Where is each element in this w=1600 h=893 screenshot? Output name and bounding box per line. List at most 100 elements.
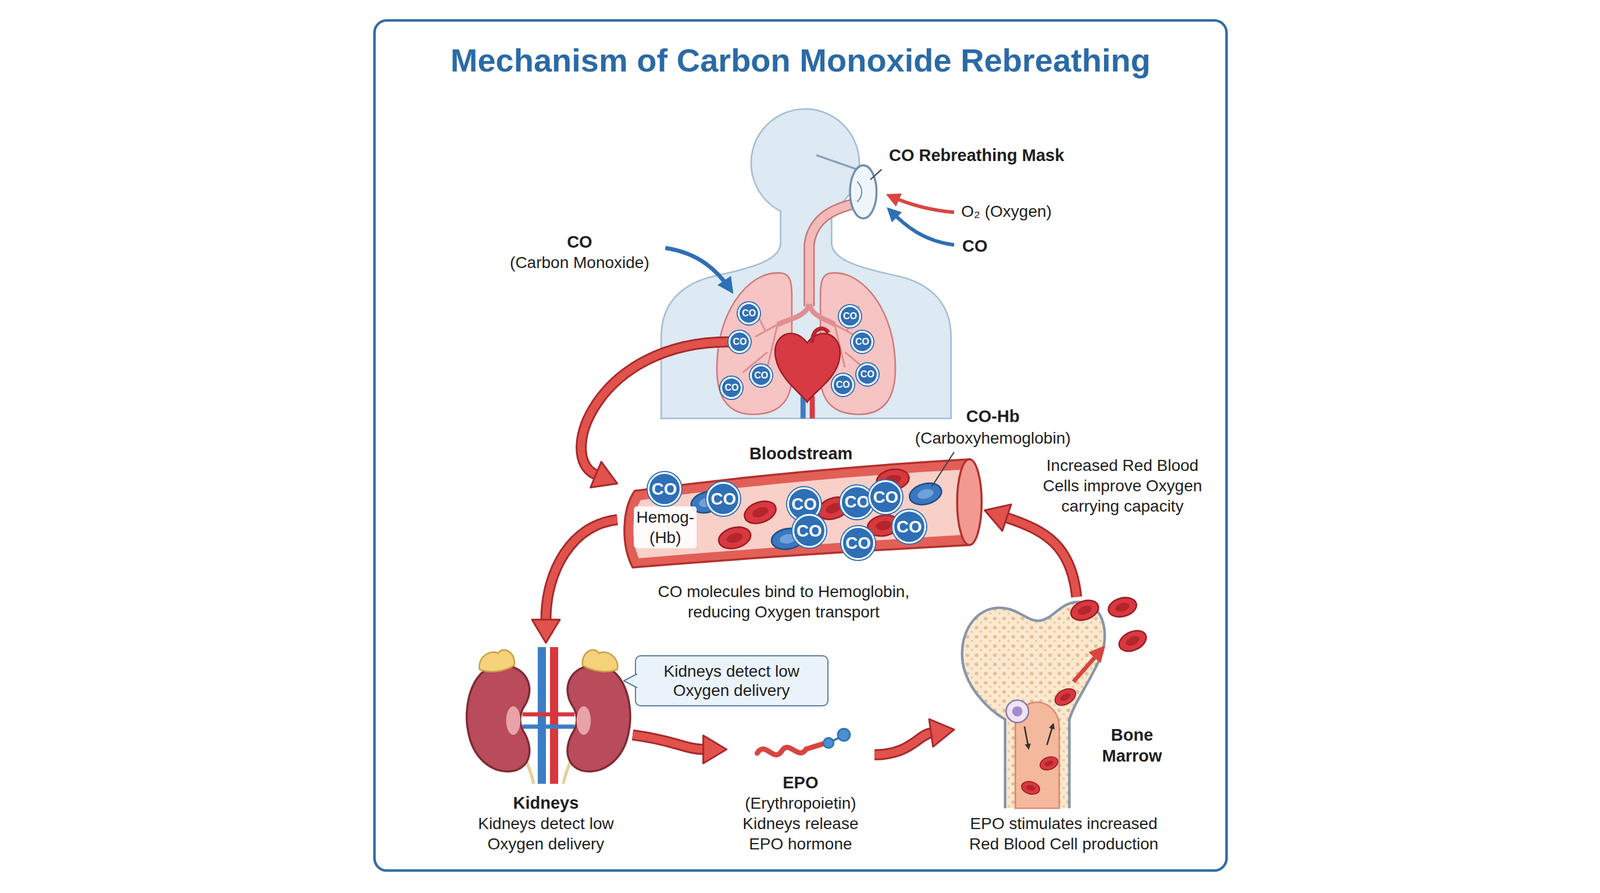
figure-node: KidneysKidneys detect low Oxygen deliver… — [459, 643, 633, 858]
bone-outline — [962, 601, 1105, 809]
co-molecule-circle: CO — [851, 330, 874, 353]
flow-arrow-outline — [581, 341, 730, 475]
red-blood-cell — [1115, 626, 1150, 656]
co-molecule-circle: CO — [868, 480, 903, 514]
epo-molecule — [823, 737, 834, 749]
callout-box: Kidneys detect low Oxygen delivery — [634, 655, 829, 707]
flow-arrow — [632, 734, 727, 764]
arrow-head — [929, 719, 955, 748]
red-blood-cell — [1115, 626, 1150, 656]
leader-line — [870, 169, 882, 180]
oxygen-arrow — [889, 195, 955, 213]
red-blood-cell — [1051, 685, 1079, 710]
red-blood-cell — [1038, 754, 1060, 773]
renal-pelvis — [576, 706, 592, 735]
node-title: CO — [844, 491, 871, 513]
red-blood-cell — [741, 497, 780, 528]
node-title: EPO — [782, 772, 819, 794]
label-heading: CO-Hb — [966, 405, 1020, 427]
red-blood-cell — [1106, 594, 1139, 620]
co-molecule-circle: CO — [856, 363, 879, 386]
red-blood-cell — [875, 519, 893, 532]
arrow-head — [984, 504, 1012, 532]
co-molecule-circle: CO — [831, 373, 855, 396]
red-blood-cell — [1124, 634, 1141, 648]
renal-vessels — [522, 712, 575, 717]
flow-arrow-body — [874, 733, 931, 756]
ureter — [522, 753, 575, 785]
red-blood-cell — [1038, 754, 1060, 773]
flow-arrow-body — [1006, 517, 1077, 597]
flow-arrow-body — [545, 519, 618, 620]
stem-cell — [1006, 700, 1030, 723]
label-text: (Carbon Monoxide) — [509, 252, 650, 273]
label-text: O₂ (Oxygen) — [961, 201, 1052, 222]
flow-arrow — [531, 519, 618, 644]
epo-molecule — [837, 728, 850, 741]
node-title: CO — [754, 370, 769, 381]
node-title: CO — [855, 337, 870, 347]
flow-arrow-outline — [545, 519, 618, 620]
flow-arrow — [874, 719, 955, 755]
co-molecule-circle: CO — [706, 481, 741, 516]
adrenal-gland — [582, 650, 618, 672]
node-title: CO — [873, 486, 899, 508]
node-title: CO — [896, 516, 923, 538]
flow-arrow — [581, 341, 730, 488]
renal-pelvis — [506, 706, 521, 735]
label-heading: CO — [962, 235, 988, 257]
flow-arrow — [984, 504, 1077, 598]
red-blood-cell — [1076, 604, 1094, 617]
vessel-opening — [956, 459, 982, 545]
flow-arrow-outline — [1006, 517, 1077, 597]
node-title: CO — [791, 493, 817, 515]
leader-line — [931, 452, 955, 488]
red-blood-cell — [1068, 596, 1102, 624]
flow-arrow-outline — [632, 734, 703, 750]
node-text: (Erythropoietin) — [744, 793, 856, 814]
label-text: Increased Red Blood Cells improve Oxygen… — [1032, 455, 1213, 517]
renal-vessels — [522, 724, 575, 729]
mask-strap — [816, 155, 857, 170]
label-heading: CO — [566, 231, 593, 253]
node-title: CO — [711, 488, 737, 510]
maturation-arrow — [1024, 726, 1029, 749]
node-text: Kidneys release EPO hormone — [730, 813, 871, 855]
label-text: Hemog- (Hb) — [634, 506, 698, 549]
node-title: CO — [741, 308, 756, 319]
flow-arrow-body — [632, 734, 703, 750]
figure-node: Bone MarrowEPO stimulates increased Red … — [954, 597, 1189, 858]
co-molecule-circle: CO — [737, 302, 760, 325]
node-title: CO — [724, 383, 739, 393]
node-title: CO — [651, 478, 678, 500]
red-blood-cell — [725, 531, 744, 545]
kidney — [567, 665, 631, 772]
node-title: Kidneys — [513, 792, 580, 814]
co-molecule-circle: CO — [892, 509, 927, 544]
node-text: Kidneys detect low Oxygen delivery — [464, 813, 628, 855]
node-title: CO — [843, 311, 857, 321]
node-title: Kidneys detect low Oxygen delivery — [650, 661, 813, 701]
maturation-arrow — [1047, 724, 1054, 745]
diagram-title: Mechanism of Carbon Monoxide Rebreathing — [374, 40, 1227, 80]
red-blood-cell — [741, 497, 780, 528]
label-text: (Carboxyhemoglobin) — [915, 427, 1071, 448]
release-arrow — [1073, 648, 1102, 682]
red-blood-cell — [1058, 691, 1072, 703]
co-molecule-circle: CO — [792, 513, 827, 548]
co-molecule-circle: CO — [750, 364, 773, 387]
co-arrow — [665, 248, 731, 291]
rebreathing-mask — [850, 165, 877, 219]
label-text: CO molecules bind to Hemoglobin, reducin… — [632, 581, 935, 623]
figure-node: EPO(Erythropoietin)Kidneys release EPO h… — [726, 722, 875, 858]
co-molecule-circle: CO — [838, 305, 862, 328]
node-title: CO — [796, 520, 823, 542]
red-blood-cell — [1020, 779, 1042, 797]
callout-tail — [623, 673, 638, 688]
stem-cell — [1012, 706, 1023, 717]
arrow-head — [703, 735, 727, 764]
red-blood-cell — [1043, 759, 1055, 768]
red-blood-cell — [751, 505, 770, 520]
co-arrow — [889, 210, 955, 246]
